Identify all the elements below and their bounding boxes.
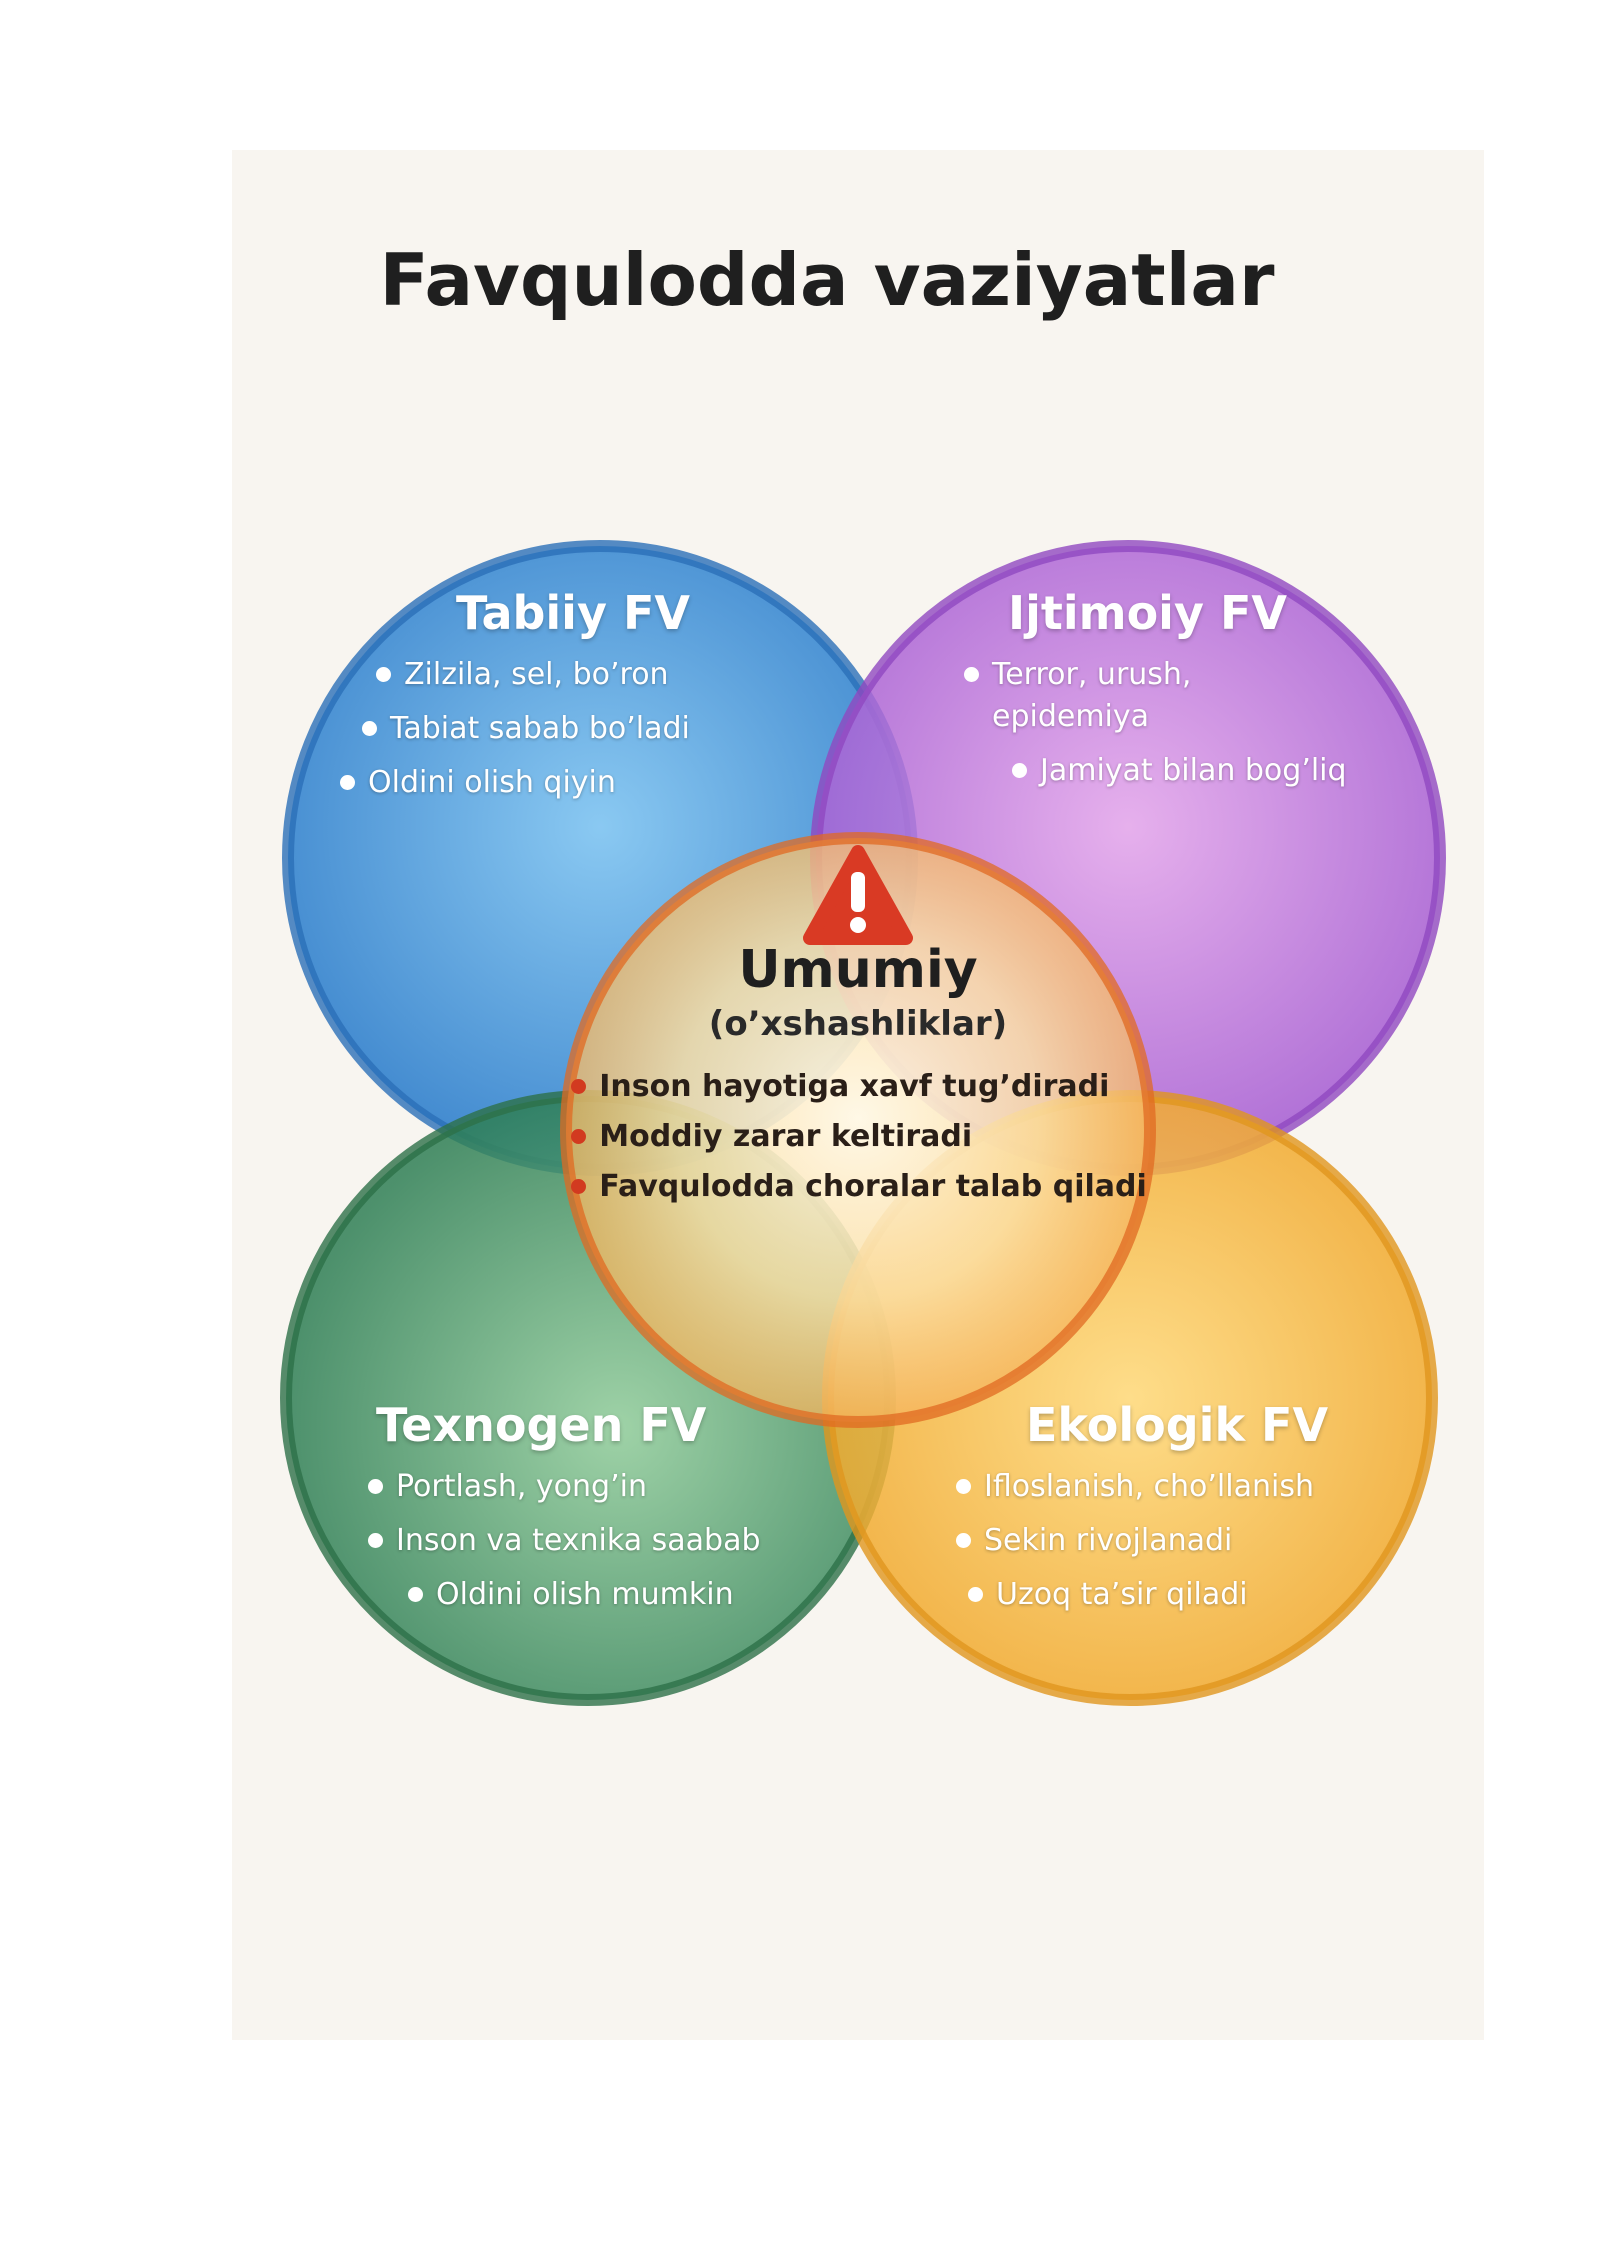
list-item: Moddiy zarar keltiradi: [569, 1116, 1147, 1158]
list-item: Inson va texnika saabab: [366, 1520, 826, 1562]
list-item: Sekin rivojlanadi: [954, 1520, 1354, 1562]
ijtimoiy-list: Terror, urush, epidemiya Jamiyat bilan b…: [962, 654, 1382, 792]
umumiy-heading: Umumiy: [738, 940, 978, 1000]
list-item: Inson hayotiga xavf tug’diradi: [569, 1066, 1147, 1108]
page-title: Favqulodda vaziyatlar: [379, 238, 1275, 322]
ijtimoiy-block: Ijtimoiy FV Terror, urush, epidemiya Jam…: [962, 586, 1382, 804]
ijtimoiy-heading: Ijtimoiy FV: [1008, 586, 1287, 640]
list-item: Uzoq ta’sir qiladi: [966, 1574, 1354, 1616]
texnogen-list: Portlash, yong’in Inson va texnika saaba…: [366, 1466, 826, 1616]
list-item: Jamiyat bilan bog’liq: [1010, 750, 1382, 792]
list-item: Zilzila, sel, bo’ron: [374, 654, 758, 696]
list-item: Oldini olish qiyin: [338, 762, 758, 804]
list-item: Tabiat sabab bo’ladi: [360, 708, 758, 750]
warning-triangle-icon: [803, 845, 913, 945]
ekologik-list: Ifloslanish, cho’llanish Sekin rivojlana…: [954, 1466, 1354, 1616]
ekologik-block: Ekologik FV Ifloslanish, cho’llanish Sek…: [954, 1398, 1354, 1628]
list-item: Ifloslanish, cho’llanish: [954, 1466, 1354, 1508]
tabiiy-heading: Tabiiy FV: [456, 586, 690, 640]
list-item: Oldini olish mumkin: [406, 1574, 826, 1616]
ekologik-heading: Ekologik FV: [1026, 1398, 1329, 1452]
umumiy-subheading: (o’xshashliklar): [708, 1004, 1008, 1044]
umumiy-circle: [560, 832, 1156, 1428]
umumiy-list: Inson hayotiga xavf tug’diradi Moddiy za…: [569, 1066, 1147, 1216]
list-item: Favqulodda choralar talab qiladi: [569, 1166, 1147, 1208]
texnogen-heading: Texnogen FV: [376, 1398, 707, 1452]
list-item: Terror, urush, epidemiya: [962, 654, 1262, 738]
umumiy-block: Umumiy (o’xshashliklar) Inson hayotiga x…: [566, 940, 1150, 1216]
list-item: Portlash, yong’in: [366, 1466, 826, 1508]
texnogen-block: Texnogen FV Portlash, yong’in Inson va t…: [366, 1398, 826, 1628]
tabiiy-block: Tabiiy FV Zilzila, sel, bo’ron Tabiat sa…: [338, 586, 758, 816]
tabiiy-list: Zilzila, sel, bo’ron Tabiat sabab bo’lad…: [338, 654, 758, 804]
